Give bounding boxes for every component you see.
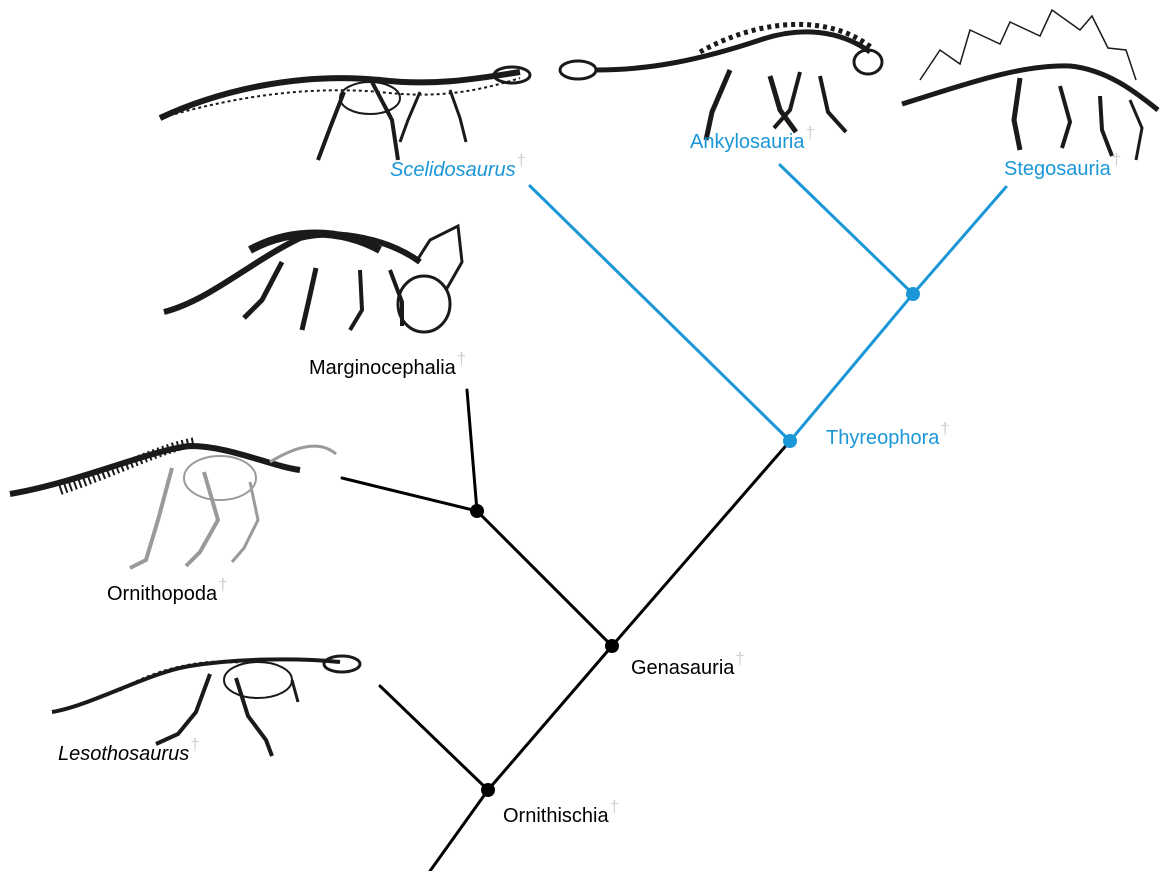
tree-branches [342, 165, 1006, 871]
clade-name: Ornithischia [503, 805, 609, 827]
label-ornithopoda: Ornithopoda† [107, 582, 228, 606]
branch-thyreophora-eurypoda [790, 294, 913, 441]
branch-marginocephalia [467, 390, 477, 511]
label-lesothosaurus: Lesothosaurus† [58, 742, 200, 766]
node-eurypoda [906, 287, 920, 301]
branch-scelidosaurus [530, 186, 790, 441]
scelidosaurus-skeleton [160, 67, 530, 160]
clade-name: Thyreophora [826, 427, 939, 449]
extinct-dagger-icon: † [190, 735, 199, 754]
label-marginocephalia: Marginocephalia† [309, 356, 466, 380]
branch-ornithopoda [342, 478, 477, 511]
taxon-name: Lesothosaurus [58, 743, 189, 765]
ceratopsian-skeleton [164, 226, 462, 332]
taxon-name: Stegosauria [1004, 158, 1111, 180]
clade-name: Genasauria [631, 657, 734, 679]
tree-nodes [470, 287, 920, 797]
ankylosaur-skeleton [560, 24, 882, 140]
extinct-dagger-icon: † [1112, 150, 1121, 169]
node-thyreophora [783, 434, 797, 448]
stegosaur-skeleton [902, 10, 1158, 160]
branch-genasauria-neornithischia [477, 511, 612, 646]
branch-lesothosaurus [380, 686, 488, 790]
label-genasauria: Genasauria† [631, 656, 745, 680]
extinct-dagger-icon: † [735, 649, 744, 668]
label-ornithischia: Ornithischia† [503, 804, 619, 828]
node-neornithischia [470, 504, 484, 518]
taxon-name: Ornithopoda [107, 583, 217, 605]
node-genasauria [605, 639, 619, 653]
extinct-dagger-icon: † [457, 349, 466, 368]
branch-root [430, 790, 488, 871]
extinct-dagger-icon: † [517, 151, 526, 170]
taxon-name: Scelidosaurus [390, 159, 516, 181]
taxon-name: Marginocephalia [309, 357, 456, 379]
label-thyreophora: Thyreophora† [826, 426, 950, 450]
extinct-dagger-icon: † [610, 797, 619, 816]
branch-ankylosauria [780, 165, 913, 294]
extinct-dagger-icon: † [218, 575, 227, 594]
extinct-dagger-icon: † [806, 123, 815, 142]
extinct-dagger-icon: † [940, 419, 949, 438]
hadrosaur-skeleton [10, 442, 336, 568]
branch-genasauria-thyreophora [612, 441, 790, 646]
label-scelidosaurus: Scelidosaurus† [390, 158, 526, 182]
taxon-name: Ankylosauria [690, 131, 805, 153]
branch-stegosauria [913, 187, 1006, 294]
label-stegosauria: Stegosauria† [1004, 157, 1121, 181]
branch-ornithischia-genasauria [488, 646, 612, 790]
node-ornithischia [481, 783, 495, 797]
label-ankylosauria: Ankylosauria† [690, 130, 815, 154]
lesothosaurus-skeleton [52, 656, 360, 756]
